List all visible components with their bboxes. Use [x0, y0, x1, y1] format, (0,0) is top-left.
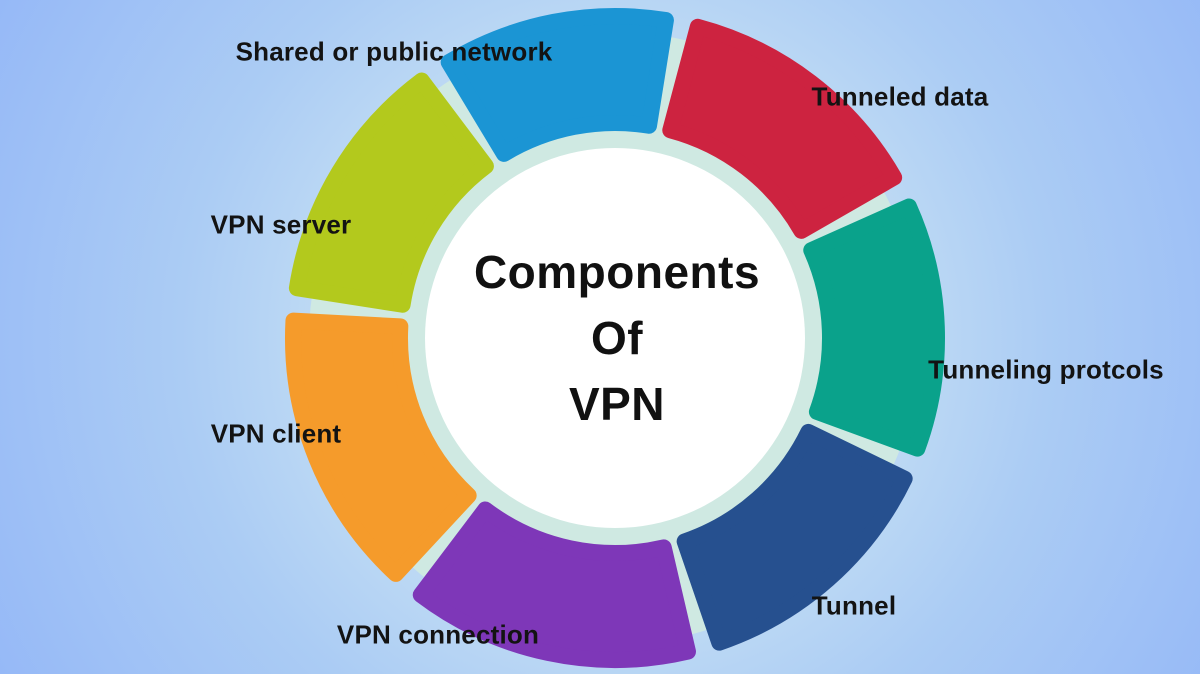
segment-label-tunneling-protcols: Tunneling protcols	[928, 354, 1164, 385]
segment-vpn-connection	[412, 501, 696, 668]
center-title-line-1: Components	[473, 246, 761, 298]
segment-vpn-client	[285, 312, 477, 582]
segment-tunnel	[676, 423, 913, 651]
segment-tunneled-data	[662, 18, 903, 239]
segment-label-vpn-connection: VPN connection	[336, 619, 540, 650]
center-title-line-2: Of	[590, 312, 644, 364]
segment-label-tunnel: Tunnel	[811, 590, 897, 621]
diagram-center-title: Components Of VPN	[474, 239, 760, 437]
segment-shared-or-public-network	[440, 8, 674, 162]
center-circle	[425, 148, 805, 528]
segment-label-shared-or-public-network: Shared or public network	[235, 36, 553, 67]
segment-label-vpn-server: VPN server	[210, 209, 352, 240]
segment-tunneling-protcols	[803, 198, 945, 457]
segment-label-vpn-client: VPN client	[210, 418, 342, 449]
segment-vpn-server	[288, 72, 494, 313]
center-title-line-3: VPN	[568, 378, 666, 430]
segment-label-tunneled-data: Tunneled data	[811, 81, 989, 112]
